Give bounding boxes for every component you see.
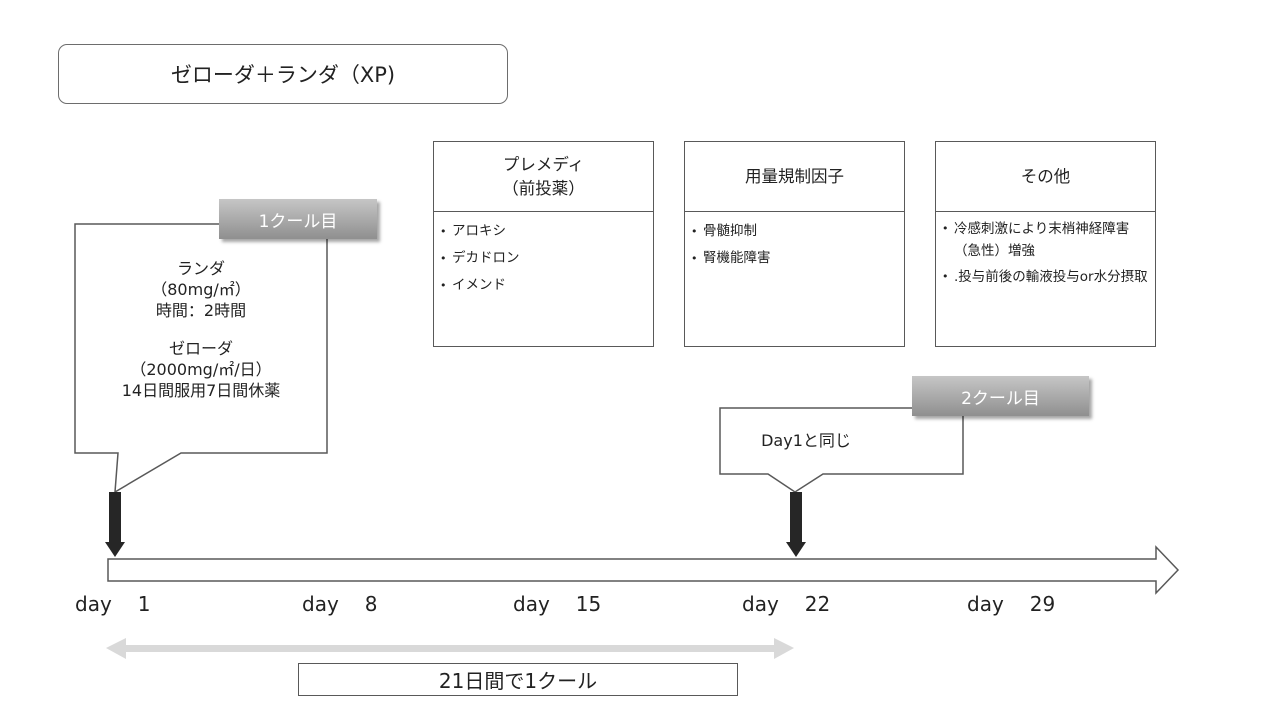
premedication-heading-line2: （前投薬） <box>502 178 585 198</box>
cycle1-tag: 1クール目 <box>219 199 377 239</box>
other-notes-box: その他 冷感刺激により末梢神経障害（急性）増強 .投与前後の輸液投与or水分摂取 <box>935 141 1156 347</box>
other-notes-list: 冷感刺激により末梢神経障害（急性）増強 .投与前後の輸液投与or水分摂取 <box>936 212 1155 288</box>
cycle1-spacer <box>75 321 327 338</box>
list-item: 腎機能障害 <box>691 245 904 272</box>
list-item: .投与前後の輸液投与or水分摂取 <box>942 266 1149 288</box>
dose-limiting-box: 用量規制因子 骨髄抑制 腎機能障害 <box>684 141 905 347</box>
cycle2-text: Day1と同じ <box>761 431 851 450</box>
cycle1-tag-label: 1クール目 <box>258 211 338 232</box>
cycle2-tag: 2クール目 <box>912 376 1089 416</box>
cycle1-line: 14日間服用7日間休薬 <box>121 381 281 400</box>
day1-marker-arrow <box>105 492 125 557</box>
cycle2-callout-text: Day1と同じ <box>720 430 892 451</box>
cycle-span-arrow <box>106 638 794 659</box>
dose-limiting-heading-text: 用量規制因子 <box>745 166 844 186</box>
cycle1-regimen-text: ランダ （80mg/㎡） 時間：2時間 ゼローダ （2000mg/㎡/日） 14… <box>75 258 327 401</box>
list-item: アロキシ <box>440 218 653 245</box>
cycle2-tag-label: 2クール目 <box>961 388 1040 409</box>
premedication-heading: プレメディ （前投薬） <box>434 142 653 212</box>
cycle1-line: 時間：2時間 <box>155 301 247 320</box>
list-item: 骨髄抑制 <box>691 218 904 245</box>
cycle1-line: ゼローダ <box>168 339 233 358</box>
cycle1-line: ランダ <box>176 259 225 278</box>
premedication-list: アロキシ デカドロン イメンド <box>434 212 653 299</box>
day22-marker-arrow <box>786 492 806 557</box>
premedication-heading-line1: プレメディ <box>502 154 585 174</box>
regimen-title-text: ゼローダ＋ランダ（XP) <box>170 63 396 87</box>
list-item: 冷感刺激により末梢神経障害（急性）増強 <box>942 218 1149 262</box>
cycle1-line: （2000mg/㎡/日） <box>130 360 272 379</box>
cycle1-callout-shape <box>74 223 328 494</box>
cycle-length-text: 21日間で1クール <box>438 669 598 693</box>
list-item: デカドロン <box>440 245 653 272</box>
cycle1-line: （80mg/㎡） <box>151 280 251 299</box>
cycle-length-label: 21日間で1クール <box>298 663 738 696</box>
other-notes-heading: その他 <box>936 142 1155 212</box>
premedication-box: プレメディ （前投薬） アロキシ デカドロン イメンド <box>433 141 654 347</box>
list-item: イメンド <box>440 272 653 299</box>
dose-limiting-list: 骨髄抑制 腎機能障害 <box>685 212 904 272</box>
dose-limiting-heading: 用量規制因子 <box>685 142 904 212</box>
cycle2-callout-shape <box>719 407 964 493</box>
regimen-title: ゼローダ＋ランダ（XP) <box>58 44 508 104</box>
timeline-arrow <box>107 545 1180 595</box>
other-notes-heading-text: その他 <box>1020 166 1071 186</box>
